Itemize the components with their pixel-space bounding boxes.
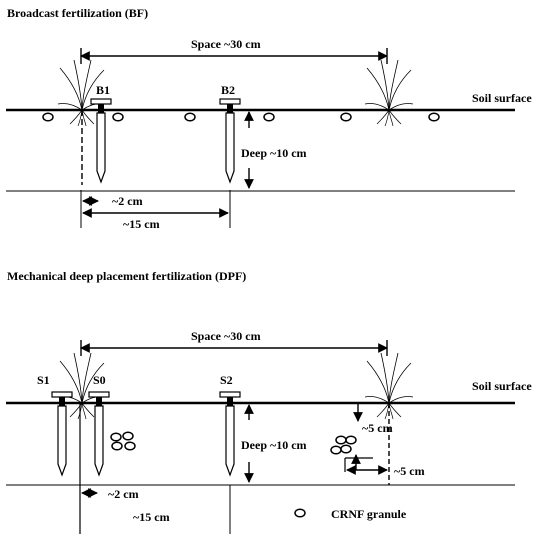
bf-title: Broadcast fertilization (BF) [7,6,148,20]
bf-pin-b2 [219,98,241,183]
dpf-pin-s0 [88,391,110,476]
bf-2cm-label: ~2 cm [112,194,143,208]
dpf-5cm-vertical-label: ~5 cm [362,421,393,435]
dpf-plant-right [364,352,414,420]
dpf-5cm-horizontal-label: ~5 cm [394,464,425,478]
bf-pin-b1-label: B1 [96,83,110,97]
bf-pin-b1 [90,98,112,183]
bf-soil-surface-label: Soil surface [472,91,532,105]
bf-space-label: Space ~30 cm [191,37,261,51]
dpf-depth-label: Deep ~10 cm [241,438,307,452]
dpf-2cm-label: ~2 cm [108,487,139,501]
dpf-space-arrow [80,340,388,356]
legend-granule-label: CRNF granule [331,507,407,521]
bf-pin-b2-label: B2 [221,83,235,97]
dpf-title: Mechanical deep placement fertilization … [7,269,246,283]
dpf-15cm-label: ~15 cm [133,510,170,524]
legend-granule-icon [294,508,306,518]
bf-space-arrow [80,48,388,64]
dpf-pin-s1 [51,391,73,476]
dpf-granule-cluster-left [110,431,136,451]
dpf-granule-cluster-right [330,435,357,455]
dpf-pin-s0-label: S0 [93,373,106,387]
dpf-pin-s1-label: S1 [37,373,50,387]
bf-15cm-label: ~15 cm [123,217,160,231]
dpf-pin-s2-label: S2 [220,373,233,387]
dpf-space-label: Space ~30 cm [191,329,261,343]
bf-depth-label: Deep ~10 cm [241,146,307,160]
dpf-pin-s2 [219,391,241,476]
dpf-soil-surface-label: Soil surface [472,379,532,393]
bf-plant-right [364,59,414,127]
